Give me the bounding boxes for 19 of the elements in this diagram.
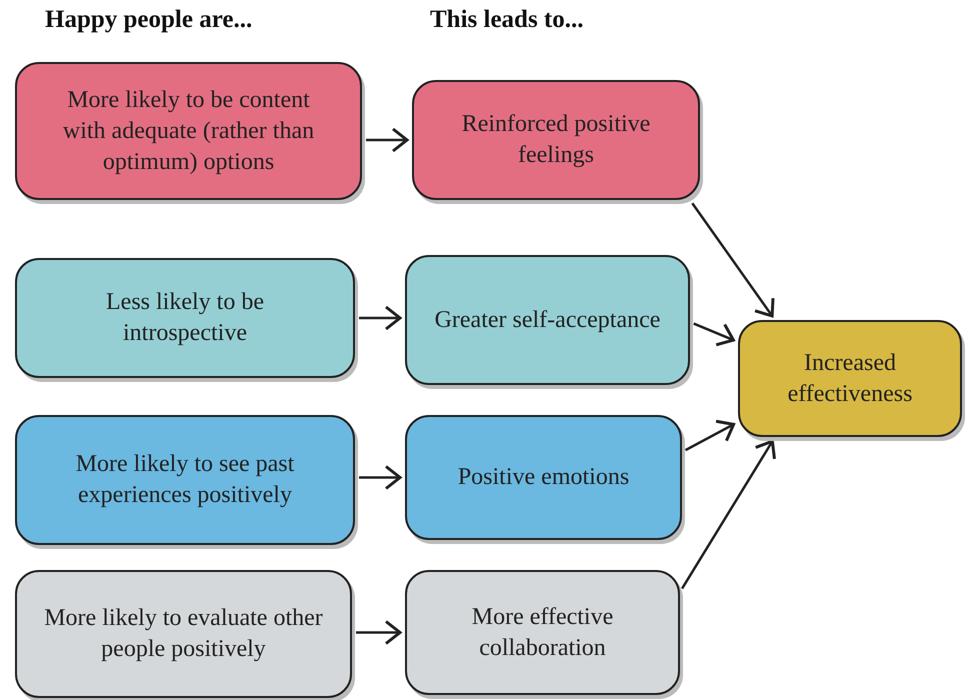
arrow [356,620,402,645]
box-text: More effective collaboration [470,602,614,662]
rounded-box [15,570,352,698]
arrow [684,420,736,452]
box-text: Less likely to be introspective [105,288,265,348]
box-text: More likely to be content with adequate (rather than optimum) options [62,86,316,176]
arrow [359,465,402,490]
box-text: Greater self-acceptance [434,306,660,334]
arrow [681,440,776,590]
box-text: Increased effectiveness [786,348,914,408]
box-text: More likely to see past experiences positively [74,450,296,510]
arrow [359,306,402,330]
column-heading: This leads to... [430,6,584,34]
arrow [366,128,408,152]
box-text: More likely to evaluate other people positively [43,604,324,664]
column-heading: Happy people are... [45,6,252,34]
arrow [693,322,735,346]
box-text: Reinforced positive feelings [460,110,652,170]
box-text: Positive emotions [458,463,630,492]
